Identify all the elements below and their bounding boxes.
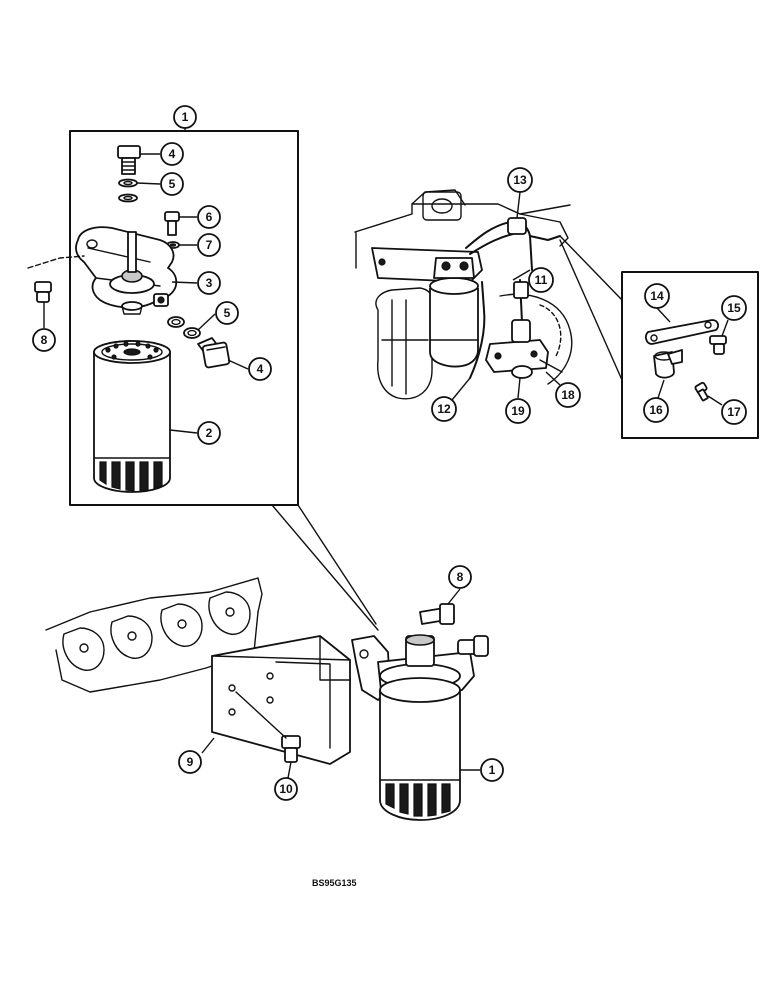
svg-text:3: 3 xyxy=(206,276,213,290)
svg-text:10: 10 xyxy=(279,782,293,796)
svg-text:17: 17 xyxy=(727,405,741,419)
callout-16: 16 xyxy=(643,397,669,423)
svg-text:13: 13 xyxy=(513,173,527,187)
svg-text:16: 16 xyxy=(649,403,663,417)
svg-text:1: 1 xyxy=(489,763,496,777)
svg-text:14: 14 xyxy=(650,289,664,303)
svg-text:18: 18 xyxy=(561,388,575,402)
svg-text:2: 2 xyxy=(206,426,213,440)
mounting-assembly-view xyxy=(45,504,489,821)
svg-text:9: 9 xyxy=(187,755,194,769)
callout-3: 3 xyxy=(197,271,221,295)
svg-text:11: 11 xyxy=(535,273,548,287)
washers-lower xyxy=(167,316,201,339)
small-bolt xyxy=(164,211,180,236)
callout-7: 7 xyxy=(197,233,221,257)
svg-text:4: 4 xyxy=(169,147,176,161)
callout-1-top: 1 xyxy=(173,105,197,129)
bolt-left xyxy=(27,255,85,303)
clamp-detail-panel xyxy=(621,271,759,439)
filter-head xyxy=(75,226,178,315)
svg-text:8: 8 xyxy=(41,333,48,347)
svg-text:7: 7 xyxy=(206,238,213,252)
callout-12: 12 xyxy=(431,396,457,422)
svg-text:15: 15 xyxy=(727,301,741,315)
callout-13: 13 xyxy=(507,167,533,193)
svg-text:8: 8 xyxy=(457,570,464,584)
callout-15: 15 xyxy=(721,295,747,321)
svg-text:4: 4 xyxy=(257,362,264,376)
callout-5-top: 5 xyxy=(160,172,184,196)
bolt-lower xyxy=(197,337,231,369)
callout-14: 14 xyxy=(644,283,670,309)
callout-17: 17 xyxy=(721,399,747,425)
callout-6: 6 xyxy=(197,205,221,229)
washers-top xyxy=(118,178,138,203)
callout-4-top: 4 xyxy=(160,142,184,166)
engine-mount-view xyxy=(354,189,623,400)
svg-text:5: 5 xyxy=(224,306,231,320)
bolt-top xyxy=(117,145,141,175)
callout-19: 19 xyxy=(505,398,531,424)
leader-lines xyxy=(43,153,729,779)
callout-2: 2 xyxy=(197,421,221,445)
svg-text:12: 12 xyxy=(437,402,451,416)
callout-8-lower: 8 xyxy=(448,565,472,589)
callout-5-lower: 5 xyxy=(215,301,239,325)
svg-text:1: 1 xyxy=(182,110,189,124)
svg-text:5: 5 xyxy=(169,177,176,191)
figure-code: BS95G135 xyxy=(312,878,357,888)
callout-11: 11 xyxy=(528,267,554,293)
callout-4-lower: 4 xyxy=(248,357,272,381)
filter-element xyxy=(93,340,171,493)
callout-9: 9 xyxy=(178,750,202,774)
callout-8-left: 8 xyxy=(32,328,56,352)
callout-10: 10 xyxy=(274,777,298,801)
svg-text:6: 6 xyxy=(206,210,213,224)
callout-1-lower: 1 xyxy=(480,758,504,782)
callout-18: 18 xyxy=(555,382,581,408)
svg-text:19: 19 xyxy=(511,404,525,418)
